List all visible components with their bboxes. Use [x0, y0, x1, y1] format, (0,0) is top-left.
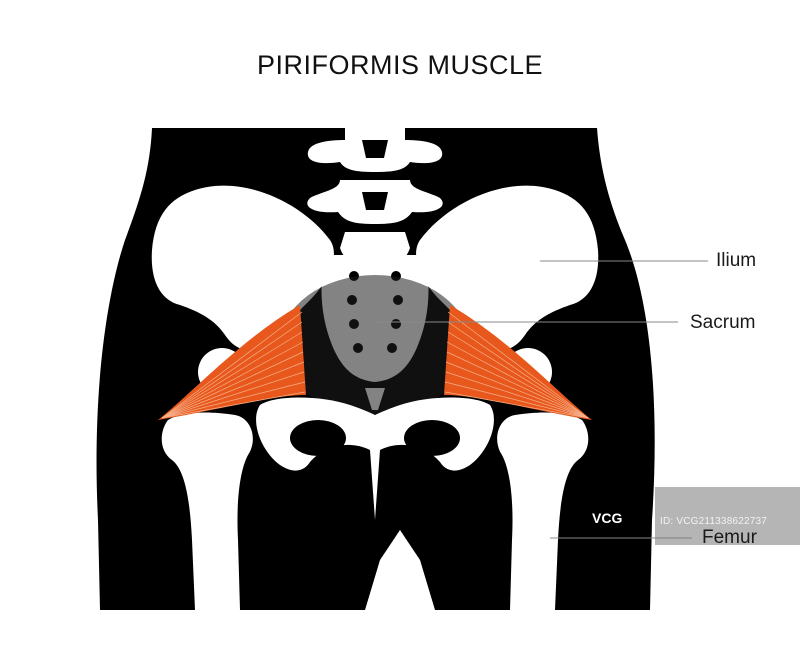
- right-obturator: [404, 420, 460, 456]
- watermark-box: [655, 487, 800, 545]
- right-ilium: [416, 185, 599, 351]
- sacrum-label: Sacrum: [690, 312, 756, 333]
- ilium-label: Ilium: [716, 250, 757, 271]
- left-obturator: [290, 420, 346, 456]
- right-piriformis: [444, 305, 592, 420]
- diagram-title: PIRIFORMIS MUSCLE: [256, 50, 544, 80]
- watermark-logo: VCG: [592, 510, 623, 526]
- femur-label: Femur: [702, 527, 757, 548]
- watermark-id: ID: VCG211338622737: [660, 516, 768, 527]
- left-femur: [161, 412, 253, 610]
- right-femur: [497, 412, 589, 610]
- pelvic-inlet: [280, 275, 470, 415]
- left-piriformis: [158, 305, 306, 420]
- left-ilium: [151, 185, 334, 351]
